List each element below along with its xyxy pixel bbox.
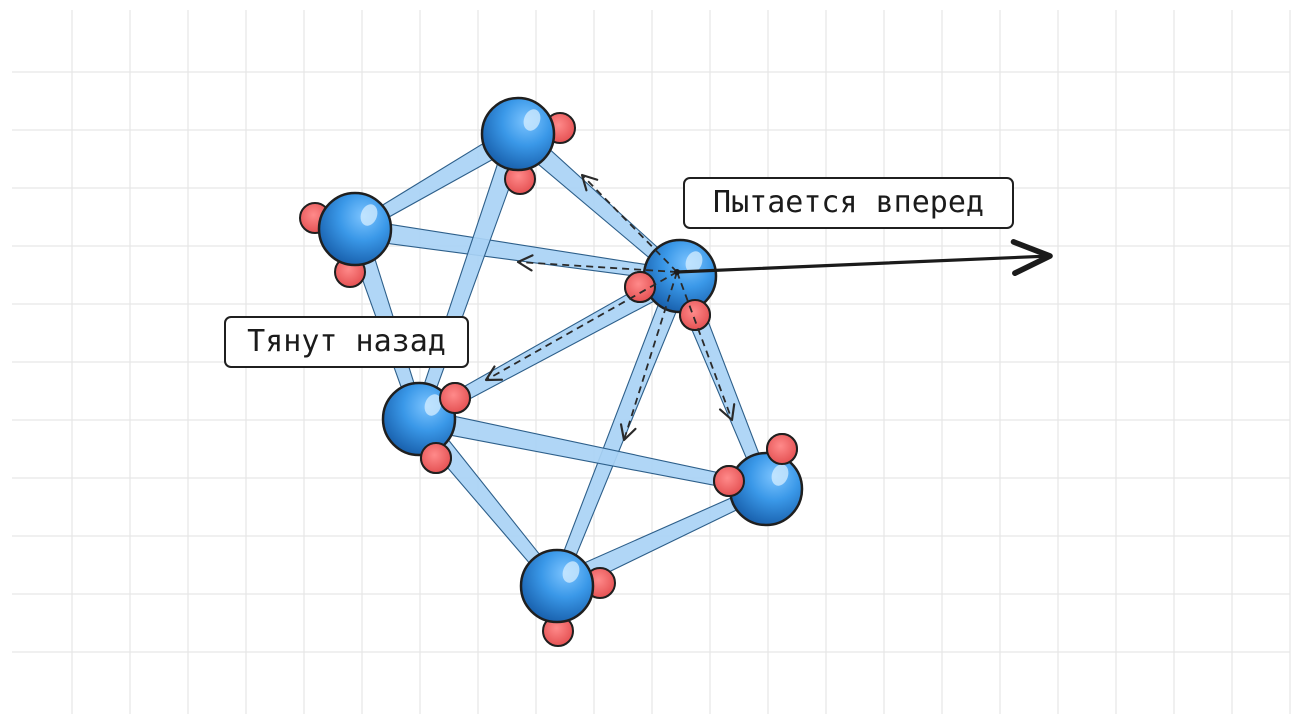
atom-highlight: [424, 394, 442, 416]
forward-arrow: [675, 239, 1053, 277]
atom-highlight: [562, 561, 580, 583]
oxygen-atom: [642, 238, 718, 314]
pull-arrow: [580, 173, 678, 273]
forward-arrow-origin: [674, 269, 680, 275]
label-tries-forward: Пытается вперед: [683, 177, 1014, 229]
hydrogen-atom-front: [420, 442, 452, 474]
water-molecule-bottom: [519, 548, 616, 647]
water-molecule-top: [480, 96, 576, 195]
pull-arrow: [676, 271, 736, 422]
pull-arrow: [619, 271, 678, 442]
hydrogen-atom-front: [624, 271, 656, 303]
atom-highlight: [523, 109, 541, 131]
oxygen-atom: [480, 96, 556, 172]
oxygen-atom: [519, 548, 595, 624]
water-molecule-center: [624, 238, 718, 331]
pull-arrow: [484, 271, 678, 382]
water-molecule-left-mid: [381, 381, 471, 474]
hydrogen-atom-front: [679, 299, 711, 331]
atom-highlight: [360, 204, 378, 226]
water-molecules: [299, 96, 804, 647]
hydrogen-atom-front: [766, 433, 798, 465]
oxygen-atom: [317, 191, 393, 267]
atom-highlight: [771, 464, 789, 486]
hydrogen-atom-front: [439, 382, 471, 414]
atom-highlight: [685, 251, 703, 273]
pull-arrow: [516, 254, 678, 273]
label-pulled-back: Тянут назад: [224, 316, 469, 368]
water-molecule-left-top: [299, 191, 393, 288]
water-molecule-right-low: [713, 433, 804, 527]
hydrogen-atom-front: [713, 465, 745, 497]
pull-back-arrows: [484, 173, 736, 442]
